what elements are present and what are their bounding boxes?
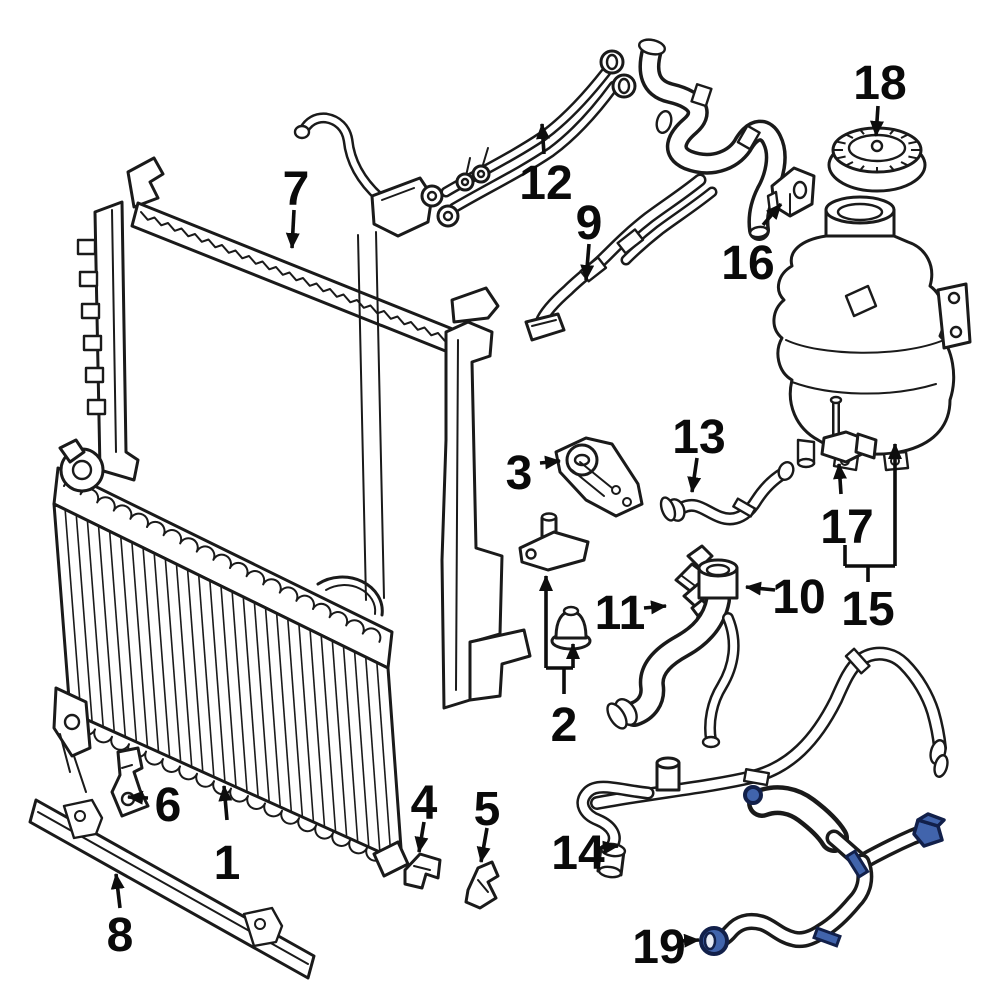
- hose-19-highlighted: [699, 785, 946, 956]
- part-number-14: 14: [551, 827, 605, 880]
- bracket-6: [110, 746, 150, 818]
- part-number-11: 11: [595, 587, 646, 640]
- vent-valve-17: [820, 395, 878, 464]
- part-number-15: 15: [841, 583, 894, 636]
- callout-1: 1: [214, 785, 241, 890]
- shroud-part-7: [76, 156, 532, 710]
- callout-4: 4: [411, 777, 438, 853]
- pipe-assembly-12: [293, 49, 637, 238]
- callout-11: 11: [595, 587, 667, 640]
- expansion-tank-15: [772, 195, 972, 472]
- part-number-6: 6: [155, 779, 182, 832]
- part-number-17: 17: [820, 501, 873, 554]
- part-number-1: 1: [214, 837, 241, 890]
- hose-13: [659, 461, 795, 526]
- callout-12: 12: [519, 123, 573, 210]
- part-number-4: 4: [411, 777, 438, 830]
- part-number-10: 10: [772, 571, 825, 624]
- clip-5: [464, 860, 500, 910]
- callout-2: 2: [539, 575, 580, 752]
- part-number-9: 9: [576, 197, 603, 250]
- part-number-2: 2: [551, 699, 578, 752]
- callout-5: 5: [474, 783, 501, 863]
- callout-15: 15: [841, 443, 902, 636]
- part-number-13: 13: [672, 411, 725, 464]
- callout-9: 9: [576, 197, 603, 281]
- part-number-12: 12: [519, 157, 572, 210]
- part-number-19: 19: [632, 921, 685, 974]
- part-number-7: 7: [283, 163, 310, 216]
- callout-14: 14: [551, 827, 619, 880]
- radiator-part-1: [52, 438, 410, 878]
- callout-3: 3: [506, 447, 561, 500]
- callout-7: 7: [283, 163, 310, 249]
- callout-19: 19: [632, 921, 700, 974]
- callout-17: 17: [820, 463, 874, 554]
- part-number-5: 5: [474, 783, 501, 836]
- part-number-18: 18: [853, 57, 906, 110]
- bracket-3: [554, 436, 644, 518]
- part-number-3: 3: [506, 447, 533, 500]
- callout-10: 10: [745, 571, 826, 624]
- callout-16: 16: [721, 202, 783, 290]
- callout-6: 6: [127, 779, 182, 832]
- callout-13: 13: [672, 411, 726, 493]
- hose-10: [606, 558, 740, 749]
- callout-18: 18: [853, 57, 907, 137]
- callout-8: 8: [107, 873, 134, 962]
- grommet-2: [518, 512, 592, 651]
- support-bar-8: [28, 798, 316, 980]
- clip-4: [403, 852, 442, 890]
- cap-18: [827, 126, 927, 193]
- part-number-8: 8: [107, 909, 134, 962]
- part-number-16: 16: [721, 237, 774, 290]
